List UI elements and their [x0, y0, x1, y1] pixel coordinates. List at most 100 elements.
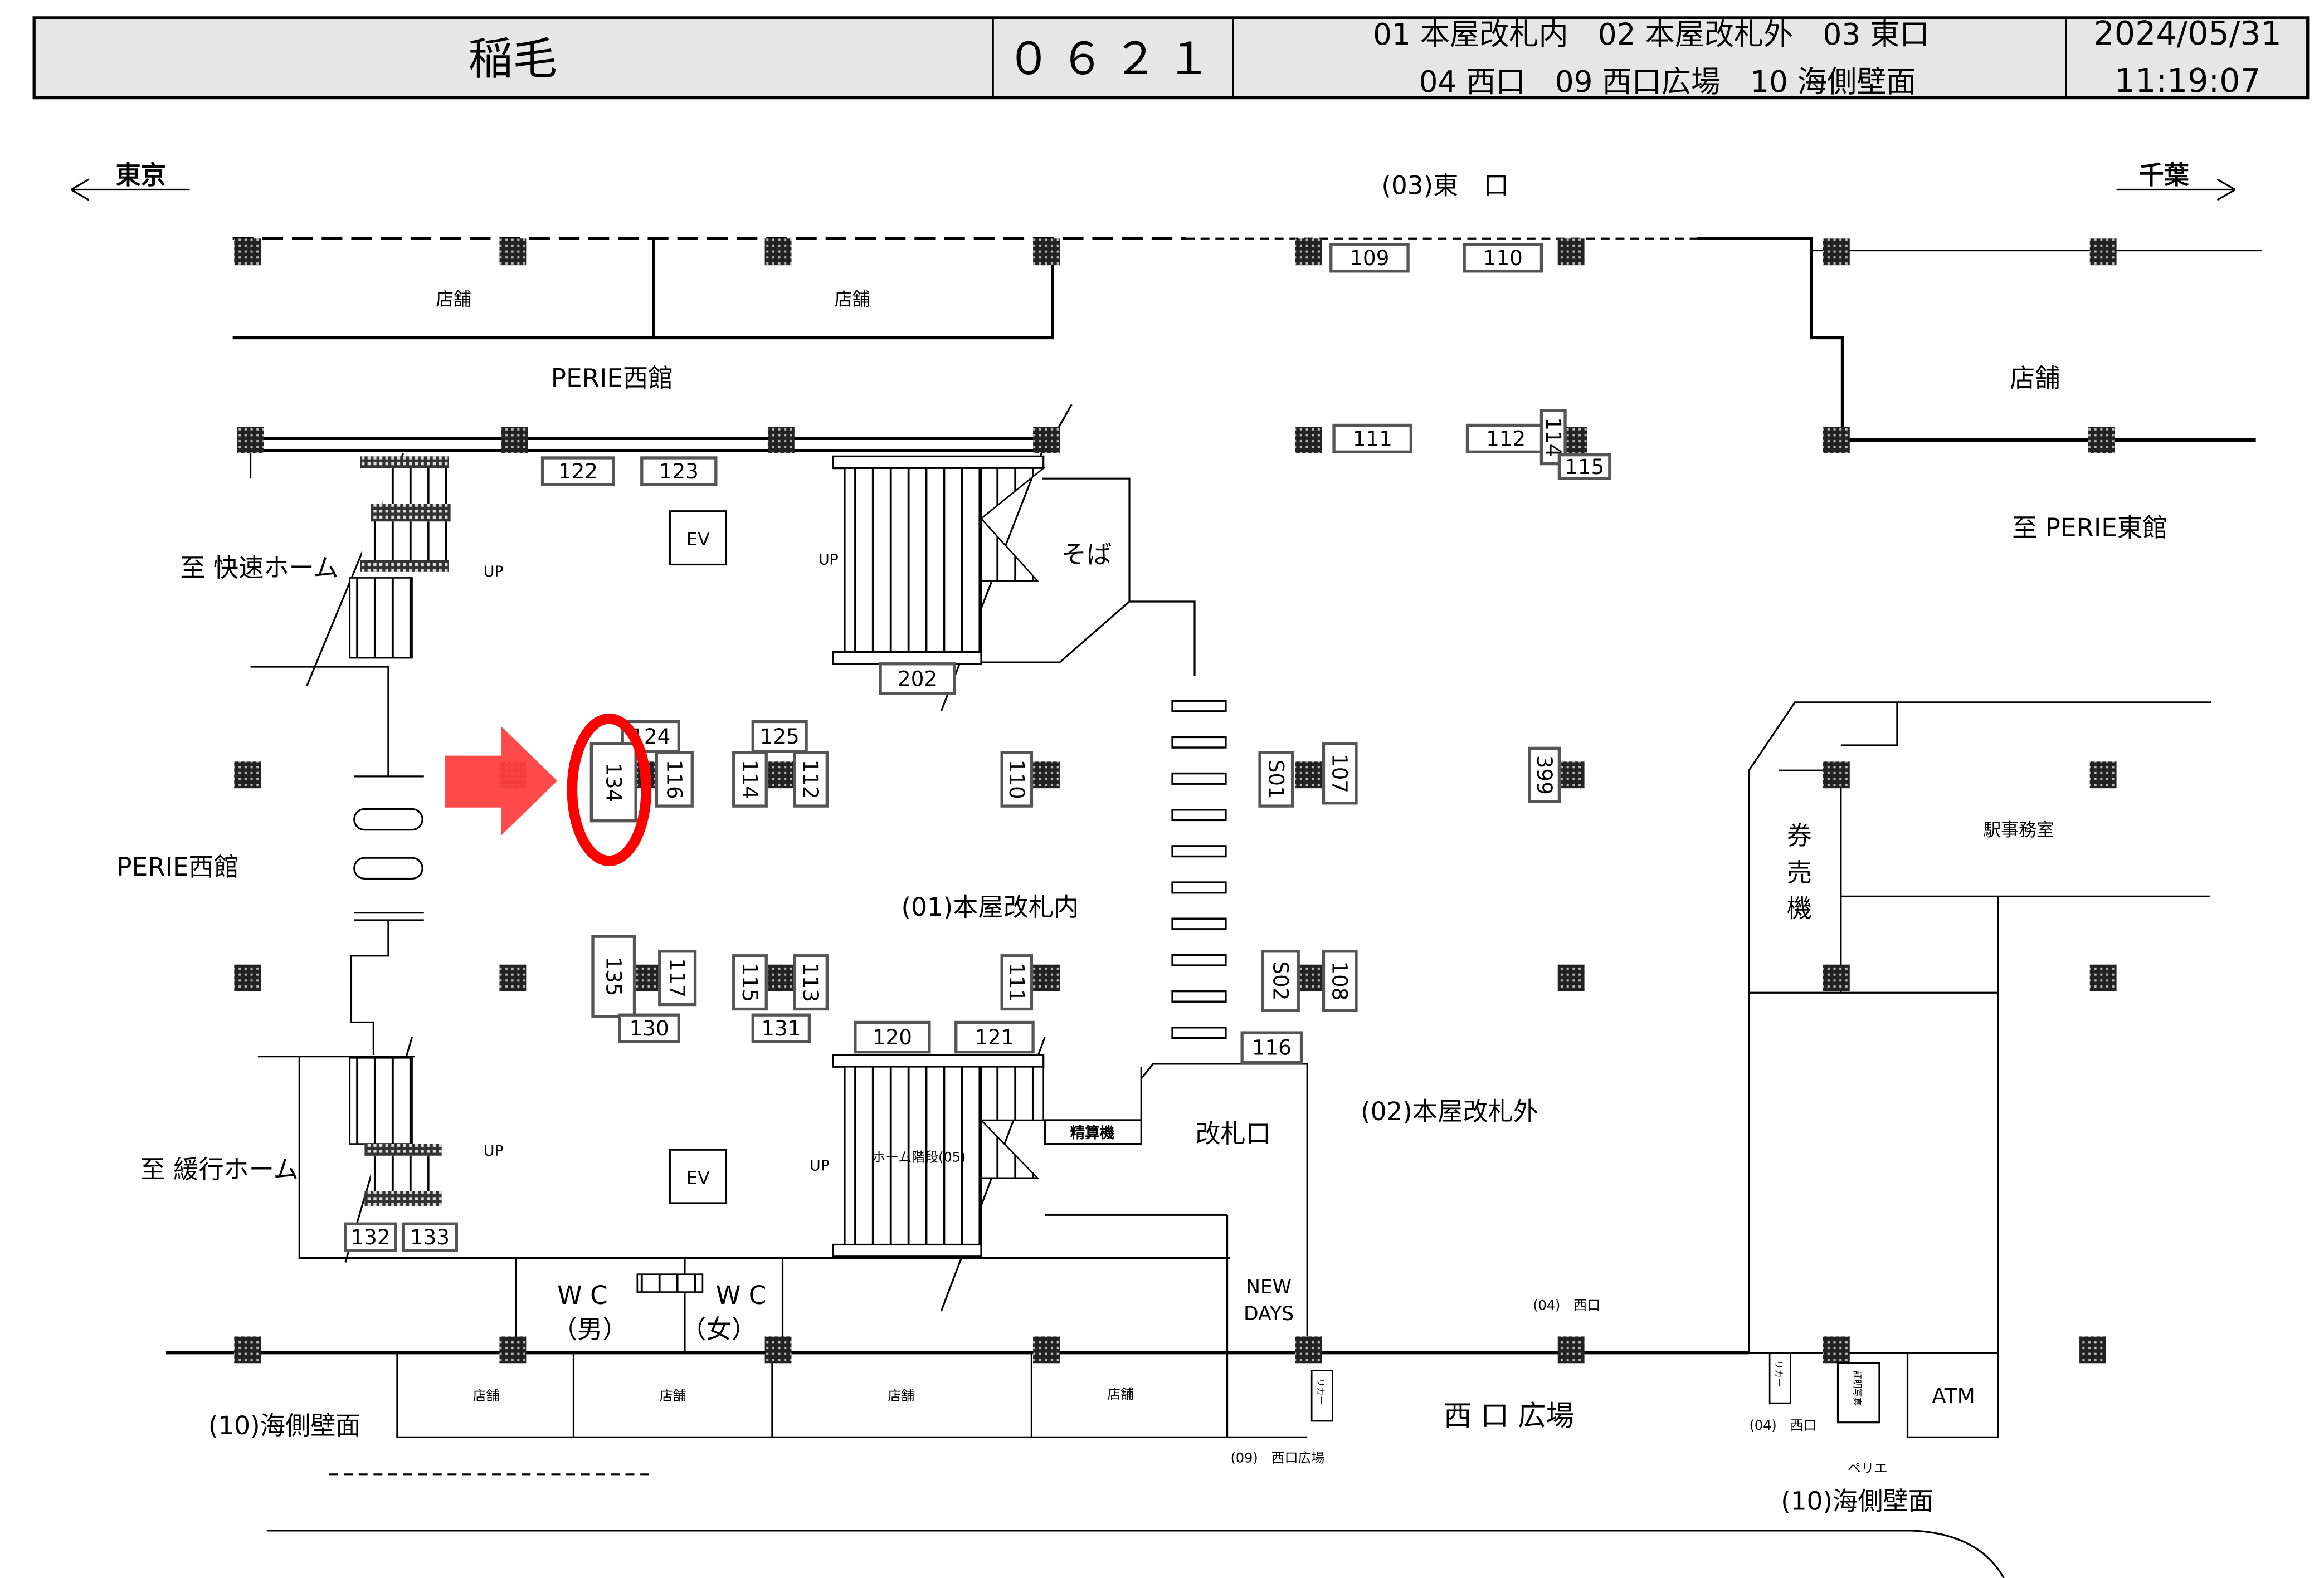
ad-location-label: 110	[1005, 760, 1029, 799]
west-exit-small-label: (04) 西口	[1533, 1298, 1600, 1313]
ad-location-label: 116	[1252, 1035, 1292, 1060]
ad-location-label: 130	[630, 1016, 669, 1040]
header-bar: 稲毛 ０６２１ 01 本屋改札内 02 本屋改札外 03 東口 04 西口 09…	[32, 14, 2310, 100]
pillar	[234, 761, 261, 789]
pillar	[632, 964, 660, 991]
pillar	[1033, 964, 1060, 991]
ad-location-202[interactable]: 202	[879, 662, 956, 695]
west-exit-small-label-2: (04) 西口	[1750, 1418, 1817, 1433]
station-office-label: 駅事務室	[1983, 819, 2054, 840]
ad-location-S01[interactable]: S01	[1258, 751, 1294, 808]
west-plaza-label: 西 口 広場	[1444, 1399, 1574, 1432]
ad-location-label: 116	[662, 760, 686, 799]
ad-location-121[interactable]: 121	[954, 1020, 1035, 1054]
ad-location-111[interactable]: 111	[1332, 423, 1413, 453]
ad-location-123[interactable]: 123	[640, 456, 718, 486]
soba-label: そば	[1061, 540, 1112, 569]
direction-tokyo: 東京	[70, 160, 190, 201]
ad-location-112[interactable]: 112	[793, 751, 829, 808]
ad-location-label: 122	[558, 459, 598, 483]
date: 2024/05/31	[2094, 14, 2282, 52]
ad-location-107[interactable]: 107	[1322, 742, 1358, 805]
pillars	[234, 238, 2117, 1364]
fare-adjust-machine: 精算機	[1044, 1119, 1142, 1145]
ad-location-label: 111	[1353, 426, 1392, 451]
ad-location-label: 135	[601, 956, 626, 996]
shop-label-small: 店舗	[888, 1388, 914, 1404]
ad-location-111[interactable]: 111	[1000, 954, 1034, 1011]
ad-location-112[interactable]: 112	[1465, 423, 1546, 453]
pillar	[1557, 1336, 1585, 1364]
wc-men-sub: （男）	[552, 1315, 628, 1344]
ad-location-110[interactable]: 110	[1463, 243, 1543, 273]
ad-location-116[interactable]: 116	[1240, 1031, 1303, 1064]
pillar	[1295, 964, 1322, 991]
ad-location-115[interactable]: 115	[732, 954, 768, 1011]
ad-location-114[interactable]: 114	[732, 751, 768, 808]
crosswalk-stripes	[1171, 700, 1227, 1039]
stripe	[1171, 772, 1227, 785]
ad-location-label: S01	[1264, 760, 1288, 799]
ad-location-133[interactable]: 133	[401, 1222, 458, 1252]
ad-location-117[interactable]: 117	[658, 950, 697, 1007]
wc-women-label: W C	[716, 1281, 767, 1310]
ad-location-label: 131	[761, 1016, 801, 1040]
ad-location-120[interactable]: 120	[854, 1020, 931, 1054]
ad-location-label: 109	[1349, 246, 1389, 270]
east-exit-label: (03)東 口	[1381, 170, 1508, 200]
ad-location-label: 112	[1486, 426, 1526, 451]
direction-chiba: 千葉	[2116, 160, 2236, 201]
stripe	[1171, 990, 1227, 1003]
fare-adjust-label: 精算機	[1070, 1125, 1115, 1142]
newdays-label: NEW	[1246, 1276, 1292, 1298]
highlight-arrow-icon	[445, 726, 558, 836]
ad-location-134[interactable]: 134	[589, 742, 637, 823]
elevator-lower: EV	[669, 1149, 728, 1204]
direction-tokyo-label: 東京	[115, 160, 165, 190]
ad-location-label: 107	[1328, 754, 1352, 793]
atm-label: ATM	[1932, 1384, 1975, 1408]
pillar	[234, 964, 261, 991]
up-label: UP	[484, 563, 504, 580]
ad-location-label: 108	[1328, 961, 1352, 1000]
ad-location-108[interactable]: 108	[1322, 950, 1358, 1012]
ad-location-116[interactable]: 116	[655, 751, 694, 808]
ad-location-label: 132	[350, 1225, 390, 1249]
to-local-platform-label: 至 緩行ホーム	[140, 1155, 299, 1184]
ad-location-label: 133	[410, 1225, 450, 1249]
ad-location-130[interactable]: 130	[618, 1013, 680, 1043]
ad-location-label: 120	[873, 1025, 912, 1049]
ad-location-115[interactable]: 115	[1557, 453, 1611, 480]
pillar	[767, 761, 795, 789]
ad-location-113[interactable]: 113	[793, 954, 829, 1011]
ad-location-131[interactable]: 131	[751, 1013, 811, 1043]
liquor-label: リカー	[1316, 1378, 1326, 1405]
to-rapid-platform-label: 至 快速ホーム	[180, 553, 338, 583]
inside-gate-label: (01)本屋改札内	[901, 892, 1079, 922]
pillar	[234, 238, 261, 266]
floor-plan-lines	[165, 237, 2262, 1578]
liquor-box-2: リカー	[1768, 1352, 1791, 1404]
platform-stairs-label: ホーム階段(05)	[872, 1150, 966, 1165]
ad-location-135[interactable]: 135	[591, 935, 636, 1018]
ad-location-122[interactable]: 122	[540, 456, 615, 486]
ad-location-125[interactable]: 125	[751, 720, 808, 753]
pillar	[2089, 761, 2117, 789]
perie-west-label-2: PERIE西館	[116, 852, 239, 882]
photo-booth-label: 証明写真	[1852, 1371, 1863, 1406]
pillar	[2079, 1336, 2106, 1364]
shop-label-small: 店舗	[660, 1388, 686, 1404]
stripe	[1171, 1027, 1227, 1039]
ad-location-399[interactable]: 399	[1528, 746, 1561, 803]
pillar	[501, 427, 528, 453]
ad-location-109[interactable]: 109	[1329, 243, 1410, 273]
ad-location-110[interactable]: 110	[1000, 751, 1034, 808]
ad-location-114[interactable]: 114	[1539, 409, 1567, 466]
stairs-upper-left	[349, 456, 451, 659]
ad-location-S02[interactable]: S02	[1261, 950, 1300, 1012]
pillar	[2089, 238, 2117, 266]
ad-location-132[interactable]: 132	[344, 1222, 397, 1252]
pillar	[499, 1336, 527, 1364]
pillar	[1033, 427, 1060, 453]
